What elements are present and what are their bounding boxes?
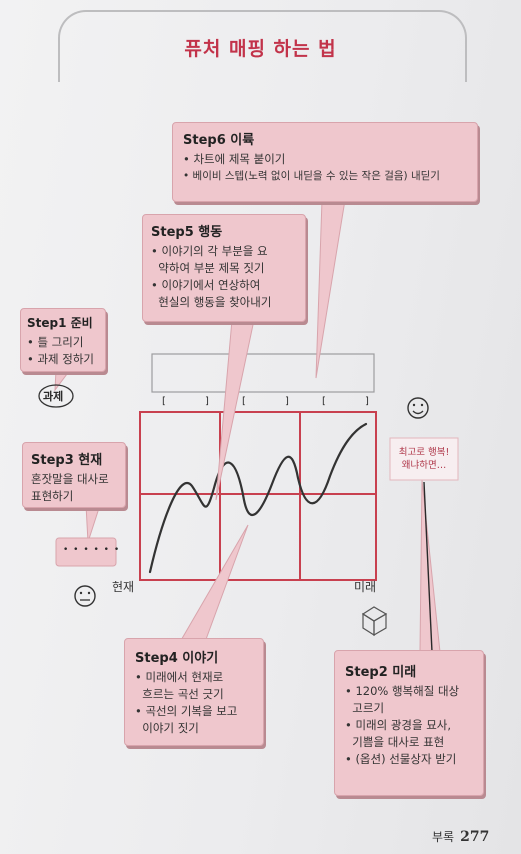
future-note-frame: [389, 437, 459, 481]
step1-item: • 틀 그리기: [27, 335, 84, 349]
step2-box: Step2 미래 • 120% 행복해질 대상 고르기 • 미래의 광경을 묘사…: [334, 650, 484, 796]
step3-pointer: [85, 504, 101, 543]
bracket-close-2: ]: [285, 396, 289, 407]
step1-heading: Step1 준비: [27, 316, 93, 330]
step3-line: 혼잣말을 대사로: [31, 472, 109, 486]
step2-line: • 120% 행복해질 대상: [345, 684, 460, 698]
step1-pointer: [54, 369, 71, 392]
footer-section-label: 부록: [432, 830, 455, 844]
task-circle-label: 과제: [43, 390, 64, 403]
step6-box: Step6 이륙 • 차트에 제목 붙이기 • 베이비 스텝(노력 없이 내딛을…: [172, 122, 478, 202]
step5-line: • 이야기의 각 부분을 요: [151, 244, 268, 258]
story-curve: [148, 422, 368, 574]
bracket-close-1: ]: [205, 396, 209, 407]
step2-line: • (옵션) 선물상자 받기: [345, 752, 457, 766]
step4-heading: Step4 이야기: [135, 651, 219, 666]
step3-speech-bubble: [55, 537, 117, 567]
step4-line: 이야기 짓기: [135, 721, 199, 735]
step5-heading: Step5 행동: [151, 225, 223, 240]
page-number: 277: [460, 829, 490, 845]
step3-bubble-dots: • • • • • •: [63, 545, 121, 555]
step1-item: • 과제 정하기: [27, 352, 94, 366]
step2-pointer-line: [423, 481, 433, 653]
bracket-open-2: [: [242, 396, 246, 407]
step2-line: • 미래의 광경을 묘사,: [345, 718, 452, 732]
step2-pointer: [419, 479, 441, 653]
page-footer: 부록 277: [432, 828, 489, 845]
axis-future-label: 미래: [354, 580, 377, 594]
step4-box: Step4 이야기 • 미래에서 현재로 흐르는 곡선 긋기 • 곡선의 기복을…: [124, 638, 264, 746]
sad-face-icon: [74, 585, 96, 607]
step6-item: • 차트에 제목 붙이기: [183, 152, 286, 166]
step5-line: 현실의 행동을 찾아내기: [151, 295, 272, 309]
step4-pointer: [179, 524, 249, 643]
step5-line: • 이야기에서 연상하여: [151, 278, 261, 292]
step4-line: • 곡선의 기복을 보고: [135, 704, 238, 718]
future-note-line: 최고로 행복!: [398, 447, 450, 458]
step6-item: • 베이비 스텝(노력 없이 내딛을 수 있는 작은 걸음) 내딛기: [183, 170, 440, 182]
bracket-close-3: ]: [365, 396, 369, 407]
title-tab-frame: [58, 10, 467, 82]
step4-line: • 미래에서 현재로: [135, 670, 224, 684]
step3-line: 표현하기: [31, 489, 74, 503]
task-circle: [38, 384, 74, 408]
future-note: 최고로 행복! 왜냐하면…: [392, 446, 456, 472]
step6-heading: Step6 이륙: [183, 133, 255, 148]
future-note-line: 왜냐하면…: [401, 460, 447, 471]
step5-pointer: [215, 319, 255, 501]
gift-box-icon: [361, 606, 388, 637]
axis-present-label: 현재: [112, 580, 135, 594]
step2-line: 고르기: [345, 701, 385, 715]
step1-box: Step1 준비 • 틀 그리기 • 과제 정하기: [20, 308, 106, 372]
page-title: 퓨처 매핑 하는 법: [184, 38, 337, 60]
step3-box: Step3 현재 혼잣말을 대사로 표현하기: [22, 442, 126, 508]
chart-title-frame: [151, 353, 375, 393]
step3-heading: Step3 현재: [31, 453, 103, 468]
bracket-open-1: [: [162, 396, 166, 407]
future-map-grid: [139, 411, 377, 581]
step2-line: 기쁨을 대사로 표현: [345, 735, 445, 749]
step4-line: 흐르는 곡선 긋기: [135, 687, 224, 701]
step5-box: Step5 행동 • 이야기의 각 부분을 요 약하여 부분 제목 짓기 • 이…: [142, 214, 306, 322]
step6-pointer: [315, 199, 346, 379]
step5-line: 약하여 부분 제목 짓기: [151, 261, 265, 275]
bracket-open-3: [: [322, 396, 326, 407]
step2-heading: Step2 미래: [345, 665, 417, 680]
happy-face-icon: [407, 397, 429, 419]
